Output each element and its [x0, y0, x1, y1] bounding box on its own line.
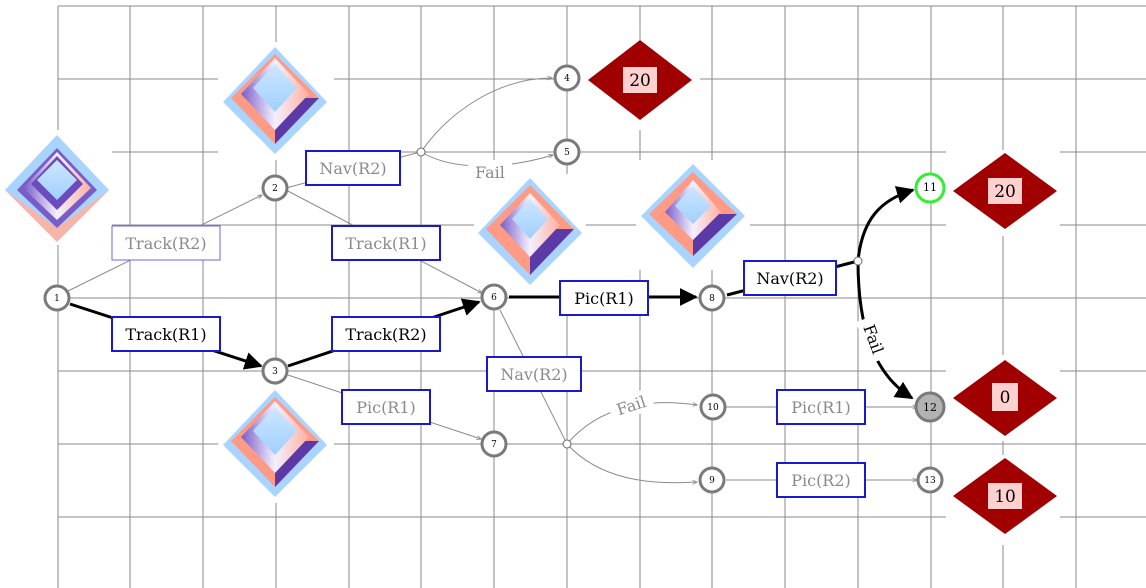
action-track-r1-low: Track(R1)	[111, 316, 221, 352]
action-nav-r2-top: Nav(R2)	[305, 150, 401, 186]
svg-text:20: 20	[994, 182, 1016, 202]
svg-text:2: 2	[272, 184, 278, 194]
svg-text:9: 9	[709, 476, 715, 486]
svg-text:Track(R1): Track(R1)	[125, 325, 206, 344]
svg-text:Track(R1): Track(R1)	[345, 234, 426, 253]
state-nodes: 1 2 3 4 5 6 7 8 9 10 11 12 13	[43, 64, 946, 494]
reward-node-12: 0	[953, 360, 1057, 436]
svg-text:5: 5	[564, 148, 570, 158]
node-3: 3	[261, 357, 289, 385]
pyramid-images	[5, 47, 745, 497]
node-8: 8	[698, 284, 726, 312]
edge-branch3-11	[856, 186, 915, 262]
action-pic-r1-low: Pic(R1)	[341, 389, 431, 425]
svg-text:10: 10	[707, 403, 719, 413]
node-5: 5	[553, 138, 581, 166]
svg-text:Nav(R2): Nav(R2)	[756, 269, 823, 288]
pyramid-image-3	[223, 390, 327, 497]
svg-text:7: 7	[491, 440, 497, 450]
pyramid-image-1	[5, 135, 109, 242]
node-12: 12	[914, 391, 946, 423]
node-6: 6	[480, 283, 508, 311]
svg-text:1: 1	[54, 294, 60, 304]
svg-text:Pic(R1): Pic(R1)	[791, 398, 851, 417]
node-13: 13	[916, 466, 944, 494]
svg-text:Nav(R2): Nav(R2)	[319, 159, 386, 178]
node-2: 2	[261, 174, 289, 202]
node-1: 1	[43, 284, 71, 312]
svg-text:0: 0	[1000, 388, 1011, 408]
svg-text:12: 12	[923, 401, 937, 414]
action-boxes: Track(R2) Nav(R2) Track(R1) Track(R1) Tr…	[111, 150, 866, 498]
svg-text:8: 8	[709, 294, 715, 304]
svg-text:13: 13	[924, 476, 936, 486]
svg-text:Track(R2): Track(R2)	[125, 234, 206, 253]
fail-label-mid: Fail	[614, 392, 648, 419]
action-track-r1-mid: Track(R1)	[331, 225, 441, 261]
pyramid-image-2	[223, 47, 327, 154]
fail-label-main: Fail	[859, 322, 887, 356]
grid-masks	[2, 40, 1060, 545]
reward-node-13: 10	[953, 458, 1057, 534]
svg-text:6: 6	[491, 293, 497, 303]
reward-diamonds: 20 20 0 10	[588, 40, 1057, 534]
action-pic-r2-right: Pic(R2)	[776, 462, 866, 498]
action-nav-r2-mid: Nav(R2)	[486, 356, 582, 392]
edge-branch2-9	[566, 443, 697, 483]
svg-text:Nav(R2): Nav(R2)	[500, 365, 567, 384]
pyramid-image-5	[641, 164, 745, 268]
svg-text:11: 11	[923, 181, 937, 194]
node-7: 7	[480, 430, 508, 458]
node-4: 4	[553, 64, 581, 92]
node-9: 9	[698, 466, 726, 494]
reward-node-4: 20	[588, 40, 692, 120]
fail-labels: Fail Fail Fail	[468, 160, 892, 423]
edge-branch-4	[420, 78, 552, 153]
action-track-r2-top: Track(R2)	[111, 225, 221, 261]
pyramid-image-4	[478, 178, 582, 285]
node-11: 11	[914, 172, 946, 204]
svg-text:Pic(R1): Pic(R1)	[356, 398, 416, 417]
svg-text:4: 4	[564, 74, 570, 84]
svg-text:10: 10	[994, 487, 1016, 507]
action-nav-r2-main: Nav(R2)	[743, 260, 837, 296]
fail-label-top: Fail	[475, 163, 505, 182]
branch-points	[416, 147, 863, 449]
svg-text:Pic(R1): Pic(R1)	[574, 289, 634, 308]
action-track-r2-low: Track(R2)	[331, 316, 441, 352]
svg-text:20: 20	[629, 71, 651, 91]
svg-text:Track(R2): Track(R2)	[345, 325, 426, 344]
node-10: 10	[699, 393, 727, 421]
svg-text:Pic(R2): Pic(R2)	[791, 471, 851, 490]
action-pic-r1-main: Pic(R1)	[559, 280, 649, 316]
reward-node-11: 20	[953, 153, 1057, 229]
action-pic-r1-right: Pic(R1)	[776, 389, 866, 425]
svg-text:3: 3	[272, 367, 278, 377]
